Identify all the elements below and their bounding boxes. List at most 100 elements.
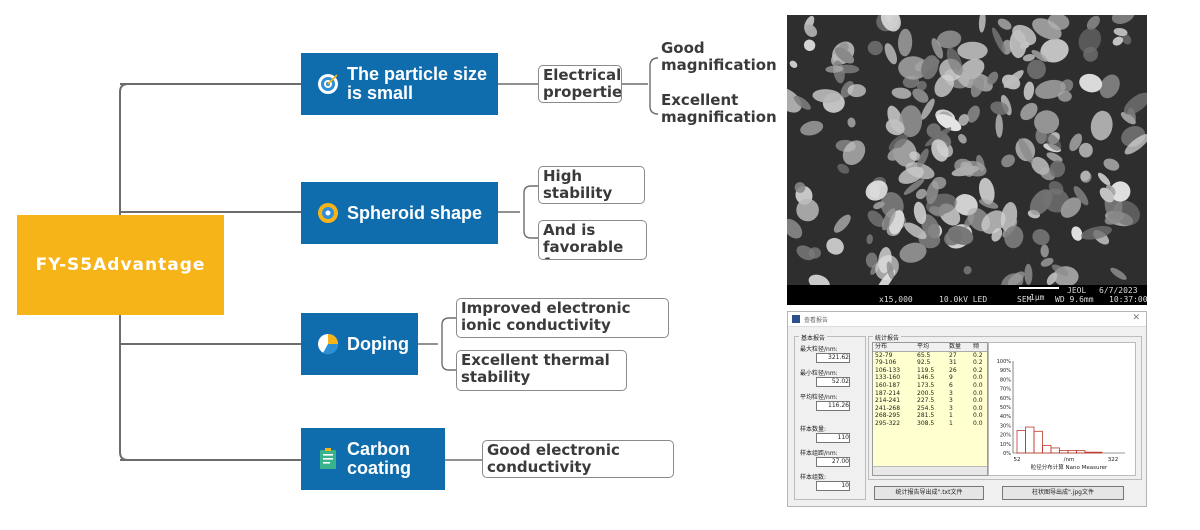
sem-particle [826,237,844,255]
leaf-electrical-properties[interactable]: Electrical properties [538,65,622,103]
sem-particle [1124,133,1147,155]
export-jpg-button[interactable]: 柱状图导出成".jpg文件 [1002,486,1124,500]
sem-maker: JEOL [1067,286,1087,295]
sem-particle [880,15,901,32]
field-value[interactable]: 321.62 [816,353,850,363]
field-value[interactable]: 110 [816,433,850,443]
sem-particle [1020,102,1038,121]
leaf-electronic-conductivity[interactable]: Good electronic conductivity [482,440,674,478]
gear-icon [318,203,338,223]
leaf-thermal-stability[interactable]: Excellent thermal stability [456,350,627,391]
pie-chart-icon [318,334,339,355]
sem-particle [957,41,988,60]
branch-particle-size[interactable]: The particle size is small [301,53,498,115]
table-cell: 200.5 [917,389,935,397]
sem-particle [1060,197,1082,218]
sem-particle [925,127,952,147]
sem-particle [800,120,824,136]
export-txt-button[interactable]: 统计报告导出成".txt文件 [874,486,984,500]
field-label: 样本组距/nm: [800,450,838,457]
field-value[interactable]: 10 [816,481,850,491]
sem-particle [963,214,975,228]
field-label: 样本组数: [800,474,827,481]
branch-label: Doping [347,333,409,354]
sem-mode: SEM [1017,295,1032,304]
sem-scale-label: 1μm [1030,293,1045,302]
sem-particle [936,30,962,49]
sem-particle [1024,263,1033,285]
table-cell: 254.5 [917,404,935,412]
table-cell: 3 [949,404,953,412]
sem-particle [1049,160,1066,178]
branch-spheroid-shape[interactable]: Spheroid shape [301,182,498,244]
sem-working-distance: WD 9.6mm [1055,295,1094,304]
field-value[interactable]: 116.26 [816,401,850,411]
sem-particle [1040,38,1069,63]
sem-particle [979,177,995,205]
table-cell: 1 [949,412,953,420]
sem-particle [1080,170,1091,182]
app-icon [792,315,800,323]
sem-particle [916,80,927,91]
table-cell: 92.5 [917,359,931,367]
hist-bar [1050,447,1060,454]
branch-doping[interactable]: Doping [301,313,418,375]
sem-particle [1081,225,1112,240]
hist-y-tick: 50% [1000,405,1011,411]
sem-particle [886,261,894,280]
branch-carbon-coating[interactable]: Carbon coating [301,428,445,490]
sem-particle [847,117,856,128]
sem-particle [1078,142,1093,158]
sem-particle [1086,15,1100,30]
sem-particle [1123,92,1147,115]
table-cell: 160-187 [875,381,901,389]
sem-particle [921,98,935,120]
sem-particle [931,139,949,162]
leaf-label: High stability [543,167,613,202]
hist-y-tick: 60% [1000,396,1011,402]
sem-particle [1027,59,1046,80]
table-cell: 0.0 [973,374,983,382]
field-value[interactable]: 27.00 [816,457,850,467]
sem-particle [812,89,842,103]
leaf-label: Excellent thermal stability [461,351,610,386]
sem-particle [958,134,967,144]
table-cell: 1 [949,419,953,427]
table-cell: 0.0 [973,397,983,405]
basic-field: 最大粒径/nm:321.62 [800,344,850,363]
leaf-electronic-ionic-conductivity[interactable]: Improved electronic ionic conductivity [456,298,669,338]
sem-particle [833,214,851,233]
sem-particle [1004,225,1024,249]
sem-particle [881,208,896,231]
horizontal-scrollbar[interactable] [873,466,987,475]
sem-particle [1097,172,1111,186]
table-cell: 26 [949,366,957,374]
sem-date: 6/7/2023 [1099,286,1138,295]
table-cell: 3 [949,397,953,405]
close-icon[interactable]: ✕ [1132,313,1140,323]
table-cell: 27 [949,351,957,359]
sem-particle [898,166,924,184]
sem-particle [891,87,912,99]
sem-particle [1032,229,1050,246]
leaf-compaction[interactable]: And is favorable for compaction [538,220,647,260]
field-value[interactable]: 52.02 [816,377,850,387]
table-cell: 0.0 [973,412,983,420]
leaf-high-stability[interactable]: High stability [538,166,645,204]
field-label: 平均粒径/nm: [800,394,838,401]
sem-particle [978,15,986,33]
sem-particle [1051,264,1069,276]
sem-particle [931,38,944,59]
